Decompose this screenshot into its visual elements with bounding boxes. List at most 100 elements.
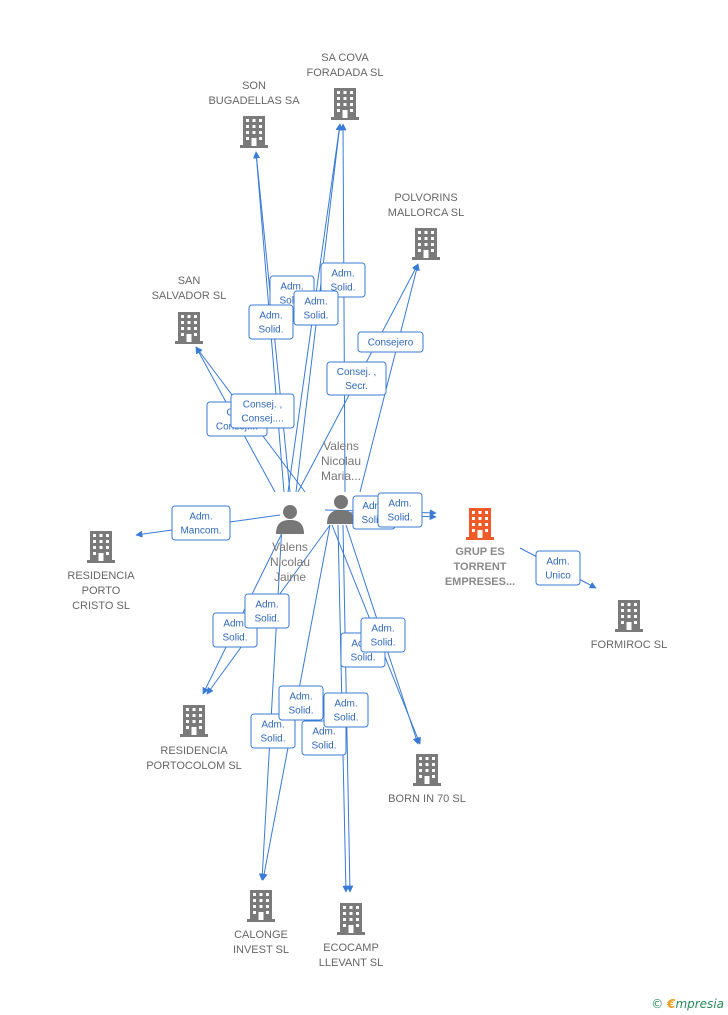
company-label-line: CRISTO SL bbox=[72, 600, 130, 612]
building-icon bbox=[247, 890, 275, 922]
building-icon bbox=[466, 508, 494, 540]
relation-label-text: Adm. bbox=[331, 269, 354, 280]
company-label-line: ECOCAMP bbox=[323, 942, 379, 954]
relation-edge-18 bbox=[258, 524, 283, 881]
relation-label-box bbox=[230, 393, 295, 429]
relation-label-text: Solid. bbox=[303, 311, 328, 322]
company-label-line: CALONGE bbox=[234, 929, 288, 941]
company-label-line: FORADADA SL bbox=[306, 67, 383, 79]
relation-label-text: Consej. , bbox=[337, 367, 376, 378]
relation-label-box bbox=[244, 593, 290, 629]
relation-label-r9[interactable]: Adm.Mancom. bbox=[171, 505, 231, 541]
relation-label-r4[interactable]: Adm. Solid. bbox=[248, 304, 294, 340]
company-label-line: FORMIROC SL bbox=[591, 639, 667, 651]
building-icon bbox=[175, 312, 203, 344]
company-label-line: EMPRESES... bbox=[445, 576, 515, 588]
relation-label-text: Solid. bbox=[350, 653, 375, 664]
relation-label-r11[interactable]: Adm.Solid. bbox=[377, 492, 423, 528]
company-node-ecocamp[interactable]: ECOCAMP LLEVANT SL bbox=[319, 903, 383, 969]
company-label-line: SAN bbox=[178, 275, 201, 287]
relation-label-text: Adm. bbox=[362, 501, 385, 512]
relation-label-text: Solid. bbox=[222, 633, 247, 644]
relation-label-text: Solid. bbox=[288, 706, 313, 717]
relation-label-text: Solid. bbox=[254, 614, 279, 625]
relation-label-text: Adm. bbox=[261, 720, 284, 731]
building-icon bbox=[413, 754, 441, 786]
relation-label-text: Solid. bbox=[258, 325, 283, 336]
company-label-line: BORN IN 70 SL bbox=[388, 793, 466, 805]
company-node-residencia-porto-cristo[interactable]: RESIDENCIA PORTO CRISTO SL bbox=[67, 531, 135, 612]
relation-label-text: Solid. bbox=[260, 734, 285, 745]
person-label-line: Valens bbox=[323, 439, 359, 453]
relation-label-r2[interactable]: Adm. Solid. bbox=[320, 262, 366, 298]
relation-labels: Adm.Solid.Adm.Solid.Adm.Solid.Adm.Solid.… bbox=[171, 262, 581, 756]
company-label-line: PORTO bbox=[82, 585, 121, 597]
relation-label-text: Solid. bbox=[333, 713, 358, 724]
company-label-line: RESIDENCIA bbox=[67, 570, 135, 582]
building-icon bbox=[412, 228, 440, 260]
relation-label-text: Adm. bbox=[312, 727, 335, 738]
relation-label-r12[interactable]: Adm. Unico bbox=[535, 550, 581, 586]
relation-label-text: Adm. bbox=[259, 311, 282, 322]
relation-label-text: Adm. bbox=[546, 557, 569, 568]
relation-label-r17[interactable]: Adm. Solid. bbox=[250, 713, 296, 749]
relation-label-text: Solid. bbox=[330, 283, 355, 294]
company-label-line: LLEVANT SL bbox=[319, 957, 383, 969]
relation-label-r14[interactable]: Adm.Solid. bbox=[244, 593, 290, 629]
brand-name: mpresia bbox=[675, 997, 724, 1011]
relation-label-r19[interactable]: Adm. Solid. bbox=[301, 720, 347, 756]
relation-label-text: Consej.... bbox=[241, 414, 283, 425]
person-label-line: Maria... bbox=[321, 469, 361, 483]
relation-label-text: Adm. bbox=[371, 624, 394, 635]
relation-label-text: Adm. bbox=[280, 282, 303, 293]
relation-label-text: Solid. bbox=[387, 513, 412, 524]
relation-label-r8[interactable]: Consej. , Consej.... bbox=[230, 393, 295, 429]
relation-label-box bbox=[360, 617, 406, 653]
relation-label-text: Adm. bbox=[334, 699, 357, 710]
person-icon bbox=[327, 495, 355, 524]
relation-label-box bbox=[377, 492, 423, 528]
company-label-line: MALLORCA SL bbox=[388, 207, 464, 219]
relation-label-text: Adm. bbox=[289, 692, 312, 703]
relation-label-r3[interactable]: Adm. Solid. bbox=[293, 290, 339, 326]
company-node-born-in-70[interactable]: BORN IN 70 SL bbox=[388, 754, 466, 805]
person-node-valens-maria[interactable]: ValensNicolauMaria... bbox=[321, 439, 361, 524]
relation-label-text: Consej. , bbox=[243, 400, 282, 411]
relation-label-r18[interactable]: Adm. Solid. bbox=[278, 685, 324, 721]
relation-label-r16[interactable]: Adm.Solid. bbox=[360, 617, 406, 653]
relation-label-text: Adm. bbox=[304, 297, 327, 308]
building-icon bbox=[337, 903, 365, 935]
relation-label-box bbox=[323, 692, 369, 728]
relation-label-text: Solid. bbox=[279, 296, 304, 307]
relation-label-box bbox=[171, 505, 231, 541]
building-icon bbox=[240, 116, 268, 148]
company-node-grup-es-torrent[interactable]: GRUP ESTORRENTEMPRESES... bbox=[445, 508, 515, 588]
relation-label-text: Solid. bbox=[311, 741, 336, 752]
person-label-line: Jaime bbox=[274, 570, 306, 584]
building-icon bbox=[615, 600, 643, 632]
company-label-line: BUGADELLAS SA bbox=[208, 95, 300, 107]
relation-label-text: Unico bbox=[545, 571, 571, 582]
building-icon bbox=[180, 705, 208, 737]
relation-label-box bbox=[326, 361, 387, 396]
relation-label-box bbox=[248, 304, 294, 340]
brand-initial: € bbox=[667, 997, 676, 1011]
relation-label-text: Solid. bbox=[361, 515, 386, 526]
relation-label-r5[interactable]: Consejero bbox=[357, 331, 424, 353]
relation-label-text: Adm. bbox=[223, 619, 246, 630]
relation-label-r6[interactable]: Consej. ,Secr. bbox=[326, 361, 387, 396]
relation-label-r20[interactable]: Adm. Solid. bbox=[323, 692, 369, 728]
relation-label-box bbox=[250, 713, 296, 749]
relation-label-text: Mancom. bbox=[180, 526, 221, 537]
company-node-formiroc[interactable]: FORMIROC SL bbox=[591, 600, 667, 651]
company-label-line: TORRENT bbox=[454, 561, 507, 573]
